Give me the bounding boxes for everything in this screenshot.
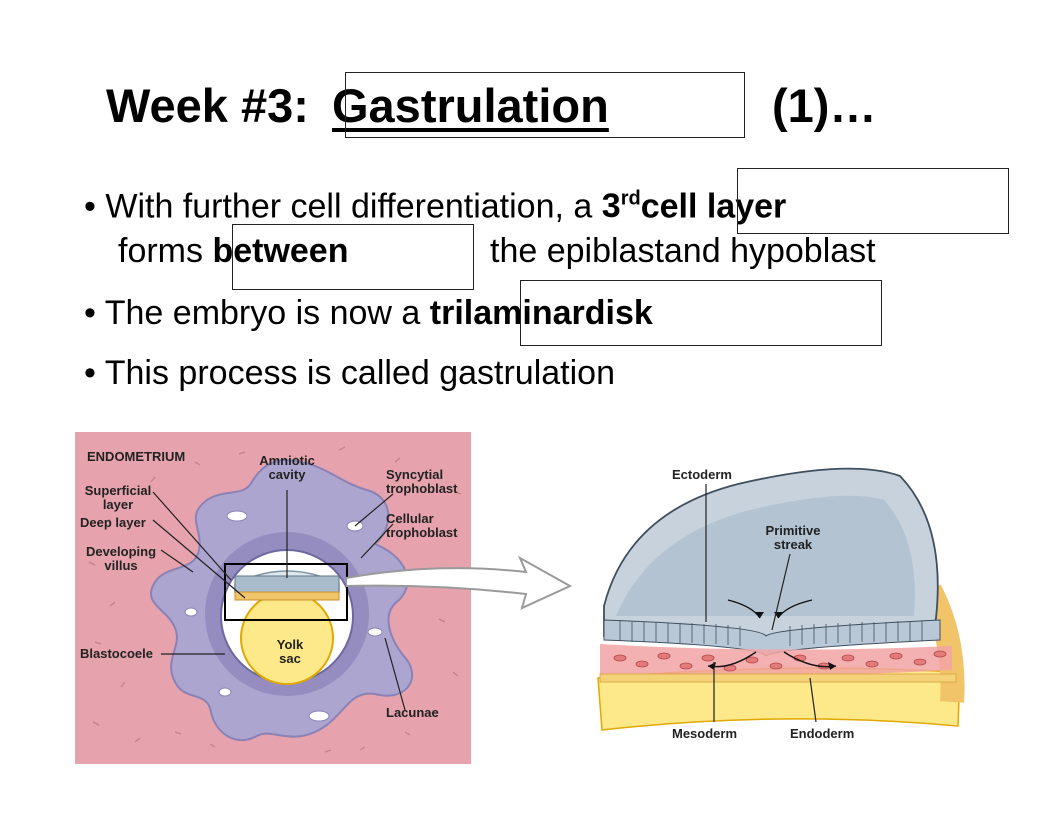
label-deep-layer: Deep layer	[80, 515, 146, 530]
bullet-1: • With further cell differentiation, a 3…	[84, 178, 786, 227]
title-suffix: (1)…	[772, 79, 877, 132]
label-blastocoele: Blastocoele	[80, 646, 153, 661]
label-ectoderm: Ectoderm	[672, 467, 732, 482]
bullet-2-keyword: trilaminardisk	[429, 294, 653, 332]
zoom-arrow-shape	[346, 556, 573, 610]
label-lacunae: Lacunae	[386, 705, 439, 720]
implantation-diagram	[75, 432, 471, 764]
answer-box-between	[232, 224, 474, 290]
bullet-marker: •	[84, 354, 96, 392]
title-prefix: Week #3:	[106, 79, 309, 132]
right-leader-lines	[705, 484, 817, 723]
bullet-2-text: The embryo is now a	[104, 294, 421, 332]
leader-lines	[152, 490, 406, 711]
epiblast-layer	[234, 575, 340, 593]
bullet-1-text: With further cell differentiation, a	[105, 187, 593, 226]
bullet-3: • This process is called gastrulation	[84, 352, 615, 394]
label-mesoderm: Mesoderm	[672, 726, 738, 741]
endoderm-band	[599, 673, 957, 683]
title-answer-box	[345, 72, 745, 138]
bullet-2: • The embryo is now a trilaminardisk	[84, 292, 653, 334]
bullet-marker: •	[84, 187, 96, 226]
bullet-1-line2-post: the epiblastand hypoblast	[490, 232, 876, 270]
title-keyword: Gastrulation	[331, 79, 609, 132]
bullet-1-ordinal: 3rd	[601, 187, 641, 226]
label-endoderm: Endoderm	[790, 726, 855, 741]
bullet-1-line2-pre: forms	[118, 232, 203, 270]
answer-box-trilaminar	[520, 280, 882, 346]
zoom-box	[224, 563, 348, 621]
hypoblast-layer	[234, 591, 340, 601]
bullet-3-text: This process is called gastrulation	[104, 354, 615, 392]
bullet-1-line-2: forms between	[118, 230, 349, 272]
epiblast-cells	[619, 621, 923, 646]
answer-box-cell-layer	[737, 168, 1009, 234]
trilaminar-disk-diagram	[597, 467, 965, 731]
tissue-texture	[84, 446, 463, 753]
lacunae-spaces	[184, 510, 383, 722]
bullet-1-line2-keyword: between	[212, 232, 349, 270]
label-endometrium: ENDOMETRIUM	[87, 449, 186, 464]
slide-title: Week #3: Gastrulation	[106, 76, 609, 136]
bullet-1-keyword: cell layer	[640, 187, 787, 226]
bullet-marker: •	[84, 294, 96, 332]
zoom-arrow	[346, 556, 573, 610]
amnion-inner	[616, 495, 915, 616]
